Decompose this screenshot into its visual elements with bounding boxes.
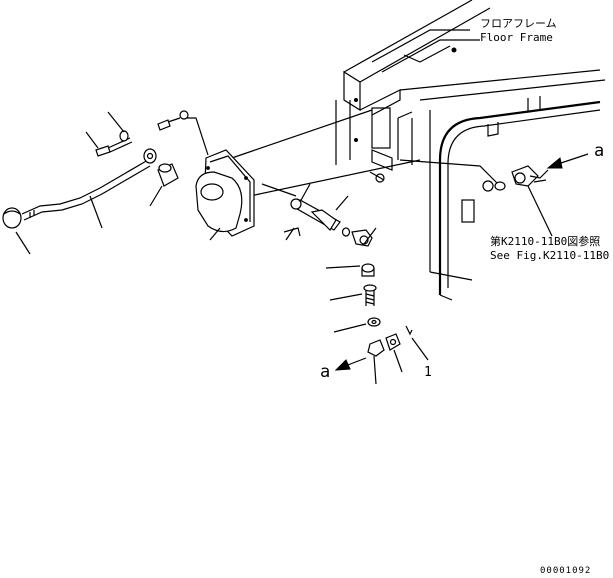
floor-frame-label-jp: フロアフレーム (480, 17, 557, 30)
rod-end-group (283, 198, 373, 247)
item-number-1: 1 (424, 365, 432, 380)
floor-frame-label-en: Floor Frame (480, 31, 553, 44)
floor-frame (335, 0, 606, 301)
reference-label-en: See Fig.K2110-11B0 (490, 249, 610, 262)
callout-a-top: a (594, 141, 605, 161)
assembly-leader-lines (184, 109, 501, 197)
clevis-part (494, 165, 549, 191)
drawing-code: 00001092 (540, 566, 592, 576)
callout-a-bottom: a (320, 362, 331, 382)
reference-label-jp: 第K2110-11B0図参照 (490, 235, 601, 248)
part-leader-lines (15, 111, 429, 385)
callout-arrows (334, 153, 589, 371)
lever-assembly (2, 110, 189, 229)
fastener-stack (361, 263, 413, 357)
boot-bracket-assembly (195, 149, 255, 237)
